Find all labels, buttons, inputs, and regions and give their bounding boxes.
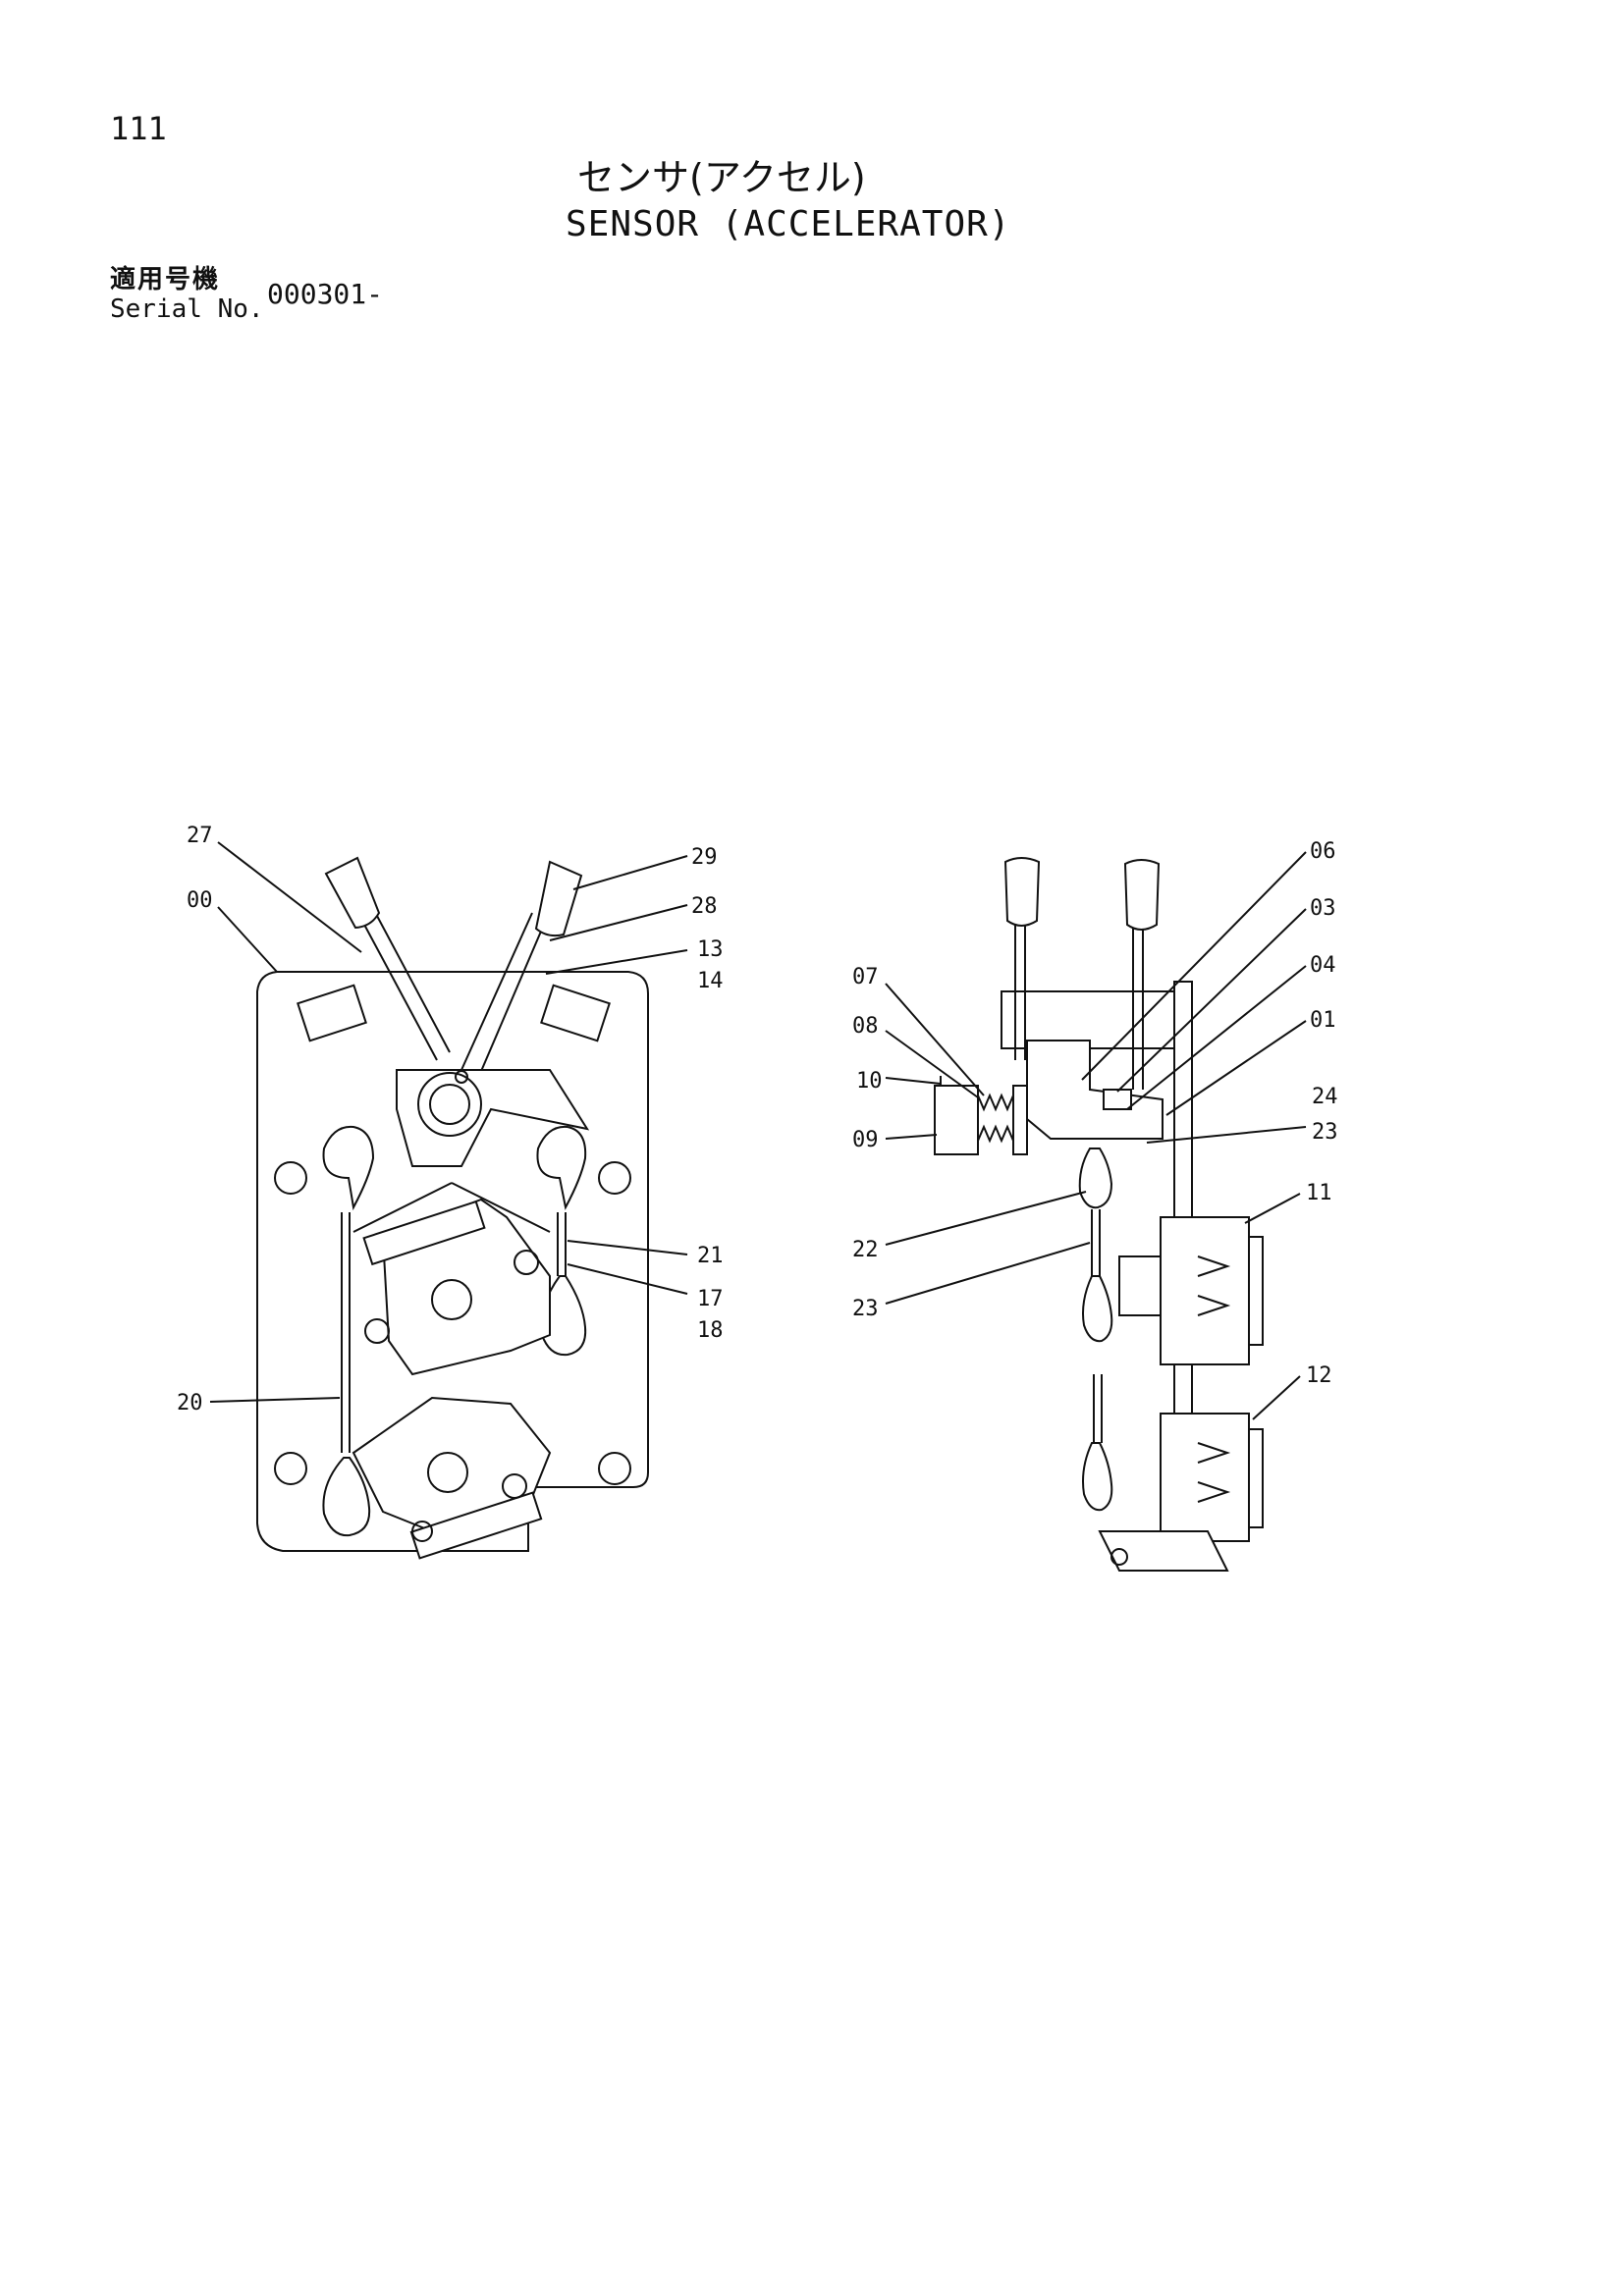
- side-sensor-upper: [1160, 1216, 1250, 1365]
- callout-18: 18: [697, 1318, 724, 1343]
- plate-hole: [274, 1452, 307, 1485]
- plate-hole: [274, 1161, 307, 1195]
- front-view: [256, 856, 649, 1560]
- stopper-left: [297, 984, 367, 1042]
- callout-04: 04: [1310, 953, 1336, 978]
- callout-21: 21: [697, 1244, 724, 1268]
- side-lever-knob-a: [1003, 857, 1041, 927]
- page-number: 111: [110, 110, 167, 147]
- spring: [977, 1093, 1014, 1144]
- title-english: SENSOR (ACCELERATOR): [566, 204, 1011, 244]
- callout-14: 14: [697, 969, 724, 993]
- callout-13: 13: [697, 937, 724, 962]
- side-sensor-lower: [1160, 1413, 1250, 1542]
- hub-bolt: [417, 1072, 482, 1137]
- callout-01: 01: [1310, 1008, 1336, 1033]
- callout-00: 00: [187, 888, 213, 913]
- callout-29: 29: [691, 845, 718, 870]
- callout-28: 28: [691, 894, 718, 919]
- callout-23-upper: 23: [1312, 1120, 1338, 1145]
- spring-housing: [934, 1085, 979, 1155]
- side-view: [934, 857, 1264, 1572]
- callout-20: 20: [177, 1391, 203, 1415]
- ball-joint-right-upper: [536, 1125, 587, 1210]
- callout-12: 12: [1306, 1363, 1332, 1388]
- plate-hole: [598, 1161, 631, 1195]
- title-japanese: センサ(アクセル): [577, 156, 866, 199]
- serial-label-japanese: 適用号機: [110, 265, 221, 294]
- callout-24: 24: [1312, 1085, 1338, 1109]
- callout-17: 17: [697, 1287, 724, 1311]
- callout-06: 06: [1310, 839, 1336, 864]
- lever-shaft-left: [354, 907, 438, 1061]
- callout-09: 09: [852, 1128, 879, 1152]
- callout-labels: 27 00 29 28 13 14 21 17 18 20 06 03 04 0…: [177, 824, 1338, 1415]
- ball-joint-left-upper: [322, 1125, 375, 1211]
- plate-hole: [598, 1452, 631, 1485]
- callout-08: 08: [852, 1014, 879, 1039]
- side-lever-knob-b: [1123, 859, 1161, 931]
- lever-knob-left: [324, 856, 381, 930]
- ball-joint-left-lower: [322, 1457, 371, 1537]
- callout-22: 22: [852, 1238, 879, 1262]
- serial-number-value: 000301-: [267, 278, 384, 310]
- lever-knob-right: [534, 860, 583, 937]
- serial-label-english: Serial No.: [110, 294, 264, 324]
- callout-27: 27: [187, 824, 213, 848]
- callout-03: 03: [1310, 896, 1336, 921]
- callout-07: 07: [852, 965, 879, 989]
- callout-11: 11: [1306, 1181, 1332, 1205]
- stopper-right: [540, 984, 611, 1042]
- lever-shaft-right: [460, 912, 533, 1071]
- leader-lines: [209, 841, 1307, 1420]
- callout-10: 10: [856, 1069, 883, 1094]
- callout-23-lower: 23: [852, 1297, 879, 1321]
